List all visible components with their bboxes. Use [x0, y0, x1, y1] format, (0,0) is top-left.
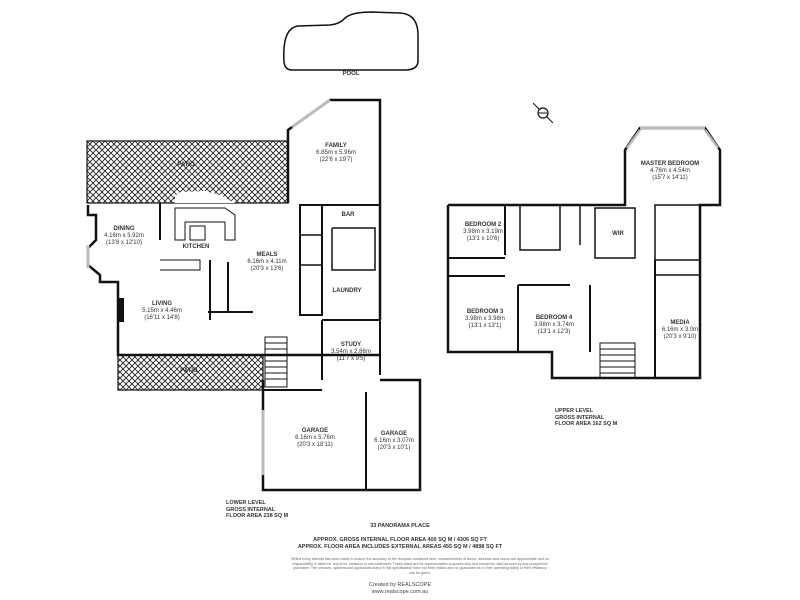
room-name: FAMILY: [325, 143, 347, 149]
room-imperial: (16'11 x 14'8): [144, 315, 180, 321]
room-label-meals: MEALS 6.16m x 4.11m (20'3 x 13'6): [247, 252, 286, 273]
room-imperial: (20'3 x 18'11): [297, 442, 333, 448]
room-label-garage-2: GARAGE 6.16m x 3.07m (20'3 x 10'1): [374, 431, 414, 452]
room-imperial: (22'6 x 19'7): [319, 157, 353, 163]
room-label-bedroom-3: BEDROOM 3 3.98m x 3.98m (13'1 x 13'1): [465, 309, 505, 330]
patio-bottom-hatch: [117, 354, 264, 391]
room-imperial: (15'7 x 14'11): [652, 175, 688, 181]
created-by: Created by REALSCOPE: [368, 582, 432, 588]
room-label-laundry: LAUNDRY: [332, 288, 361, 295]
upper-outer-walls: [446, 126, 722, 380]
room-metric: 6.85m x 5.96m: [316, 150, 356, 156]
room-imperial: (20'3 x 9'10): [663, 334, 697, 340]
room-name: MASTER BEDROOM: [640, 161, 700, 167]
room-metric: 3.98m x 3.98m: [465, 316, 505, 322]
room-label-patio-top: PATIO: [177, 162, 194, 169]
room-name: BAR: [341, 212, 355, 218]
room-metric: 3.54m x 2.86m: [331, 349, 371, 355]
level-area: FLOOR AREA 238 SQ M: [226, 513, 289, 519]
room-label-family: FAMILY 6.85m x 5.96m (22'6 x 19'7): [316, 143, 356, 164]
room-label-patio-bottom: PATIO: [180, 368, 197, 375]
lower-level-area-note: LOWER LEVEL GROSS INTERNAL FLOOR AREA 23…: [226, 500, 288, 520]
room-imperial: (13'1 x 12'3): [537, 329, 571, 335]
room-name: MEDIA: [670, 320, 690, 326]
level-subtitle: GROSS INTERNAL: [226, 506, 276, 513]
room-imperial: (11'7 x 9'5): [336, 356, 366, 362]
level-title: UPPER LEVEL: [555, 408, 594, 414]
room-name: BEDROOM 4: [535, 315, 573, 321]
room-label-bedroom-2: BEDROOM 2 3.98m x 3.19m (13'1 x 10'6): [463, 222, 503, 243]
compass-north-icon: [532, 102, 554, 124]
room-label-media: MEDIA 6.16m x 3.0m (20'3 x 9'10): [662, 320, 698, 341]
room-label-master-bedroom: MASTER BEDROOM 4.76m x 4.54m (15'7 x 14'…: [641, 161, 699, 182]
room-metric: 3.98m x 3.19m: [463, 229, 503, 235]
room-name: PATIO: [177, 162, 195, 168]
stair-lower: [264, 336, 288, 388]
room-name: PATIO: [180, 368, 198, 374]
room-label-living: LIVING 5.15m x 4.46m (16'11 x 14'8): [142, 301, 182, 322]
room-metric: 5.15m x 4.46m: [142, 308, 182, 314]
room-label-dining: DINING 4.16m x 3.92m (13'8 x 12'10): [104, 226, 144, 247]
room-label-study: STUDY 3.54m x 2.86m (11'7 x 9'5): [331, 342, 371, 363]
property-address: 33 PANORAMA PLACE: [370, 523, 430, 529]
room-metric: 4.76m x 4.54m: [650, 168, 690, 174]
room-name: KITCHEN: [182, 244, 210, 250]
room-metric: 6.16m x 5.76m: [295, 435, 335, 441]
room-name: DINING: [113, 226, 135, 232]
room-metric: 6.16m x 3.0m: [661, 327, 699, 333]
level-title: LOWER LEVEL: [226, 500, 266, 506]
room-label-kitchen: KITCHEN: [183, 244, 210, 251]
room-metric: 3.98m x 3.74m: [534, 322, 574, 328]
pool-outline: [283, 11, 419, 71]
level-area: FLOOR AREA 162 SQ M: [555, 421, 618, 427]
room-label-bedroom-4: BEDROOM 4 3.98m x 3.74m (13'1 x 12'3): [534, 315, 574, 336]
room-name: GARAGE: [301, 428, 329, 434]
room-label-pool: POOL: [342, 71, 359, 78]
room-name: LAUNDRY: [332, 288, 362, 294]
disclaimer: Whilst every attempt has been made to en…: [291, 557, 549, 575]
room-label-wir: WIR: [612, 231, 624, 238]
room-name: WIR: [612, 231, 624, 237]
room-label-bar: BAR: [342, 212, 355, 219]
room-name: GARAGE: [380, 431, 408, 437]
room-imperial: (13'8 x 12'10): [106, 240, 142, 246]
stair-upper: [599, 342, 636, 379]
room-metric: 6.16m x 4.11m: [247, 259, 287, 265]
room-name: STUDY: [340, 342, 362, 348]
room-label-garage-1: GARAGE 6.16m x 5.76m (20'3 x 18'11): [295, 428, 335, 449]
room-name: BEDROOM 3: [466, 309, 504, 315]
room-imperial: (13'1 x 13'1): [468, 323, 502, 329]
website: www.realscope.com.au: [371, 589, 429, 595]
room-name: LIVING: [151, 301, 172, 307]
room-metric: 4.16m x 3.92m: [104, 233, 144, 239]
room-imperial: (13'1 x 10'6): [466, 236, 500, 242]
room-metric: 6.16m x 3.07m: [374, 438, 414, 444]
gross-internal-area: APPROX. GROSS INTERNAL FLOOR AREA 400 SQ…: [313, 537, 487, 543]
room-imperial: (20'3 x 13'6): [250, 266, 284, 272]
level-subtitle: GROSS INTERNAL: [555, 414, 605, 421]
external-area: APPROX. FLOOR AREA INCLUDES EXTERNAL ARE…: [297, 544, 503, 550]
room-name: BEDROOM 2: [464, 222, 502, 228]
room-name: POOL: [342, 71, 360, 77]
room-name: MEALS: [256, 252, 278, 258]
room-imperial: (20'3 x 10'1): [377, 445, 411, 451]
upper-level-area-note: UPPER LEVEL GROSS INTERNAL FLOOR AREA 16…: [555, 408, 617, 428]
